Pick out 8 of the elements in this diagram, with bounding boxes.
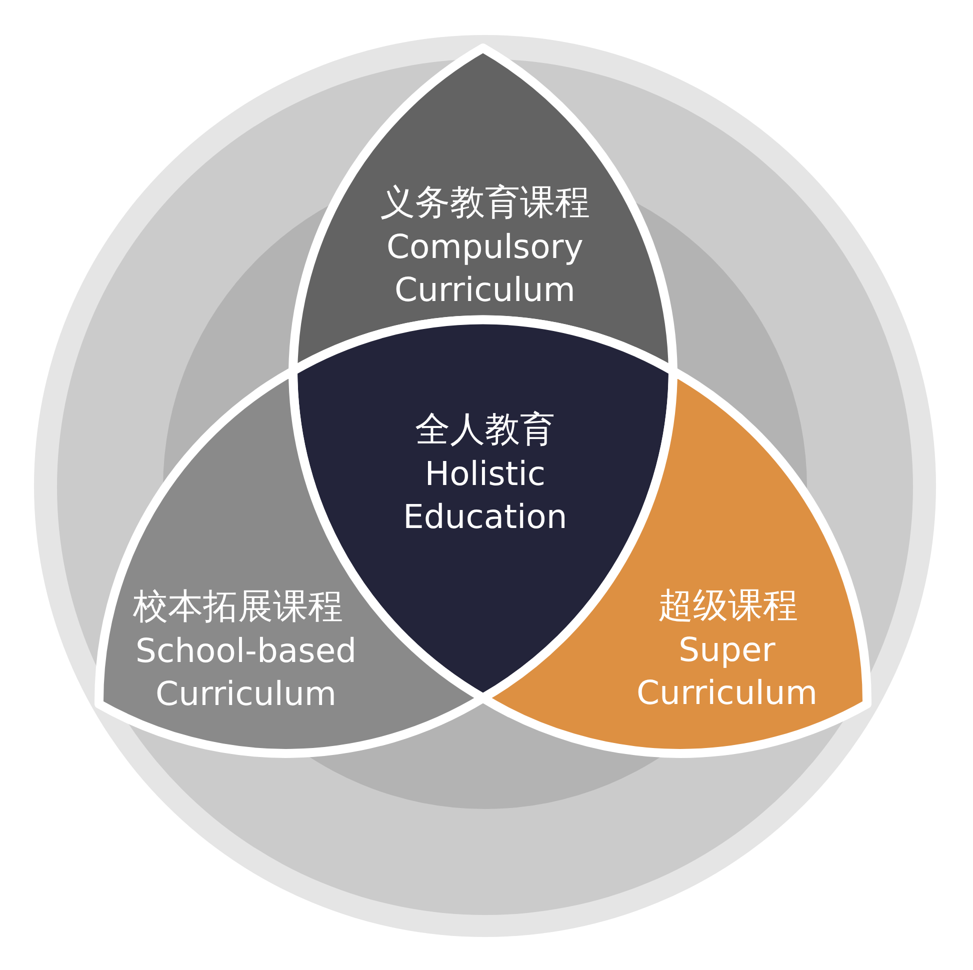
english-label: Compulsory Curriculum	[386, 226, 584, 310]
english-label: Super Curriculum	[636, 628, 818, 714]
chinese-label: 义务教育课程	[380, 182, 590, 224]
chinese-label: 超级课程	[658, 584, 798, 628]
english-label: Holistic Education	[403, 452, 568, 538]
chinese-label: 全人教育	[415, 408, 555, 452]
english-label: School-based Curriculum	[136, 630, 357, 714]
chinese-label: 校本拓展课程	[133, 586, 343, 628]
